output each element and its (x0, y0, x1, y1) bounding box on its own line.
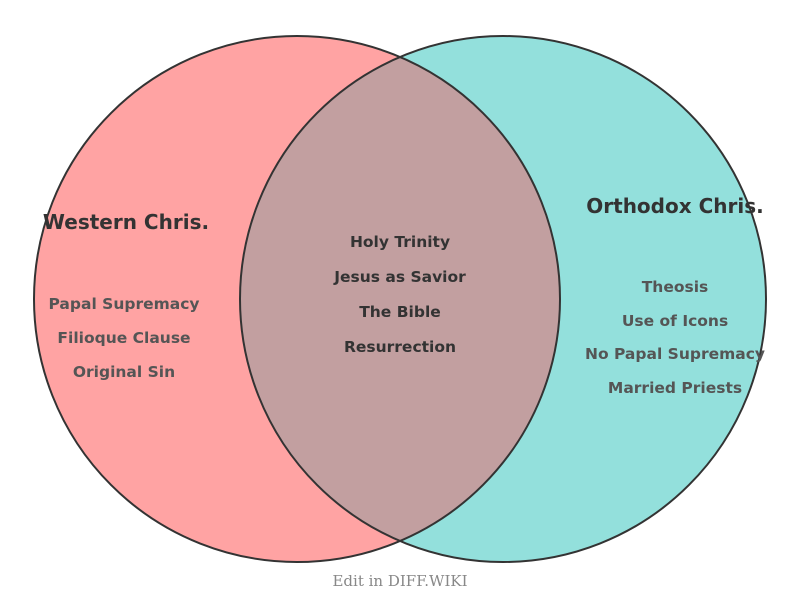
right-set-item: No Papal Supremacy (585, 345, 765, 363)
intersection-item: Holy Trinity (350, 233, 450, 251)
intersection-item: The Bible (359, 303, 441, 321)
left-set-item: Original Sin (73, 363, 175, 381)
right-set-title: Orthodox Chris. (586, 194, 763, 218)
intersection-region[interactable] (240, 36, 766, 562)
intersection-region-fill (240, 36, 560, 562)
left-set-item: Papal Supremacy (48, 295, 199, 313)
left-set-circle-outline (33, 35, 561, 563)
left-set-item: Filioque Clause (57, 329, 190, 347)
edit-in-diff-wiki-link[interactable]: Edit in DIFF.WIKI (332, 572, 467, 590)
intersection-item: Jesus as Savior (333, 268, 466, 286)
right-set-item: Theosis (642, 278, 709, 296)
right-set-circle-outline (239, 35, 767, 563)
left-set-title: Western Chris. (43, 210, 209, 234)
right-set-item: Married Priests (608, 379, 742, 397)
right-set-item: Use of Icons (622, 312, 728, 330)
intersection-item: Resurrection (344, 338, 456, 356)
